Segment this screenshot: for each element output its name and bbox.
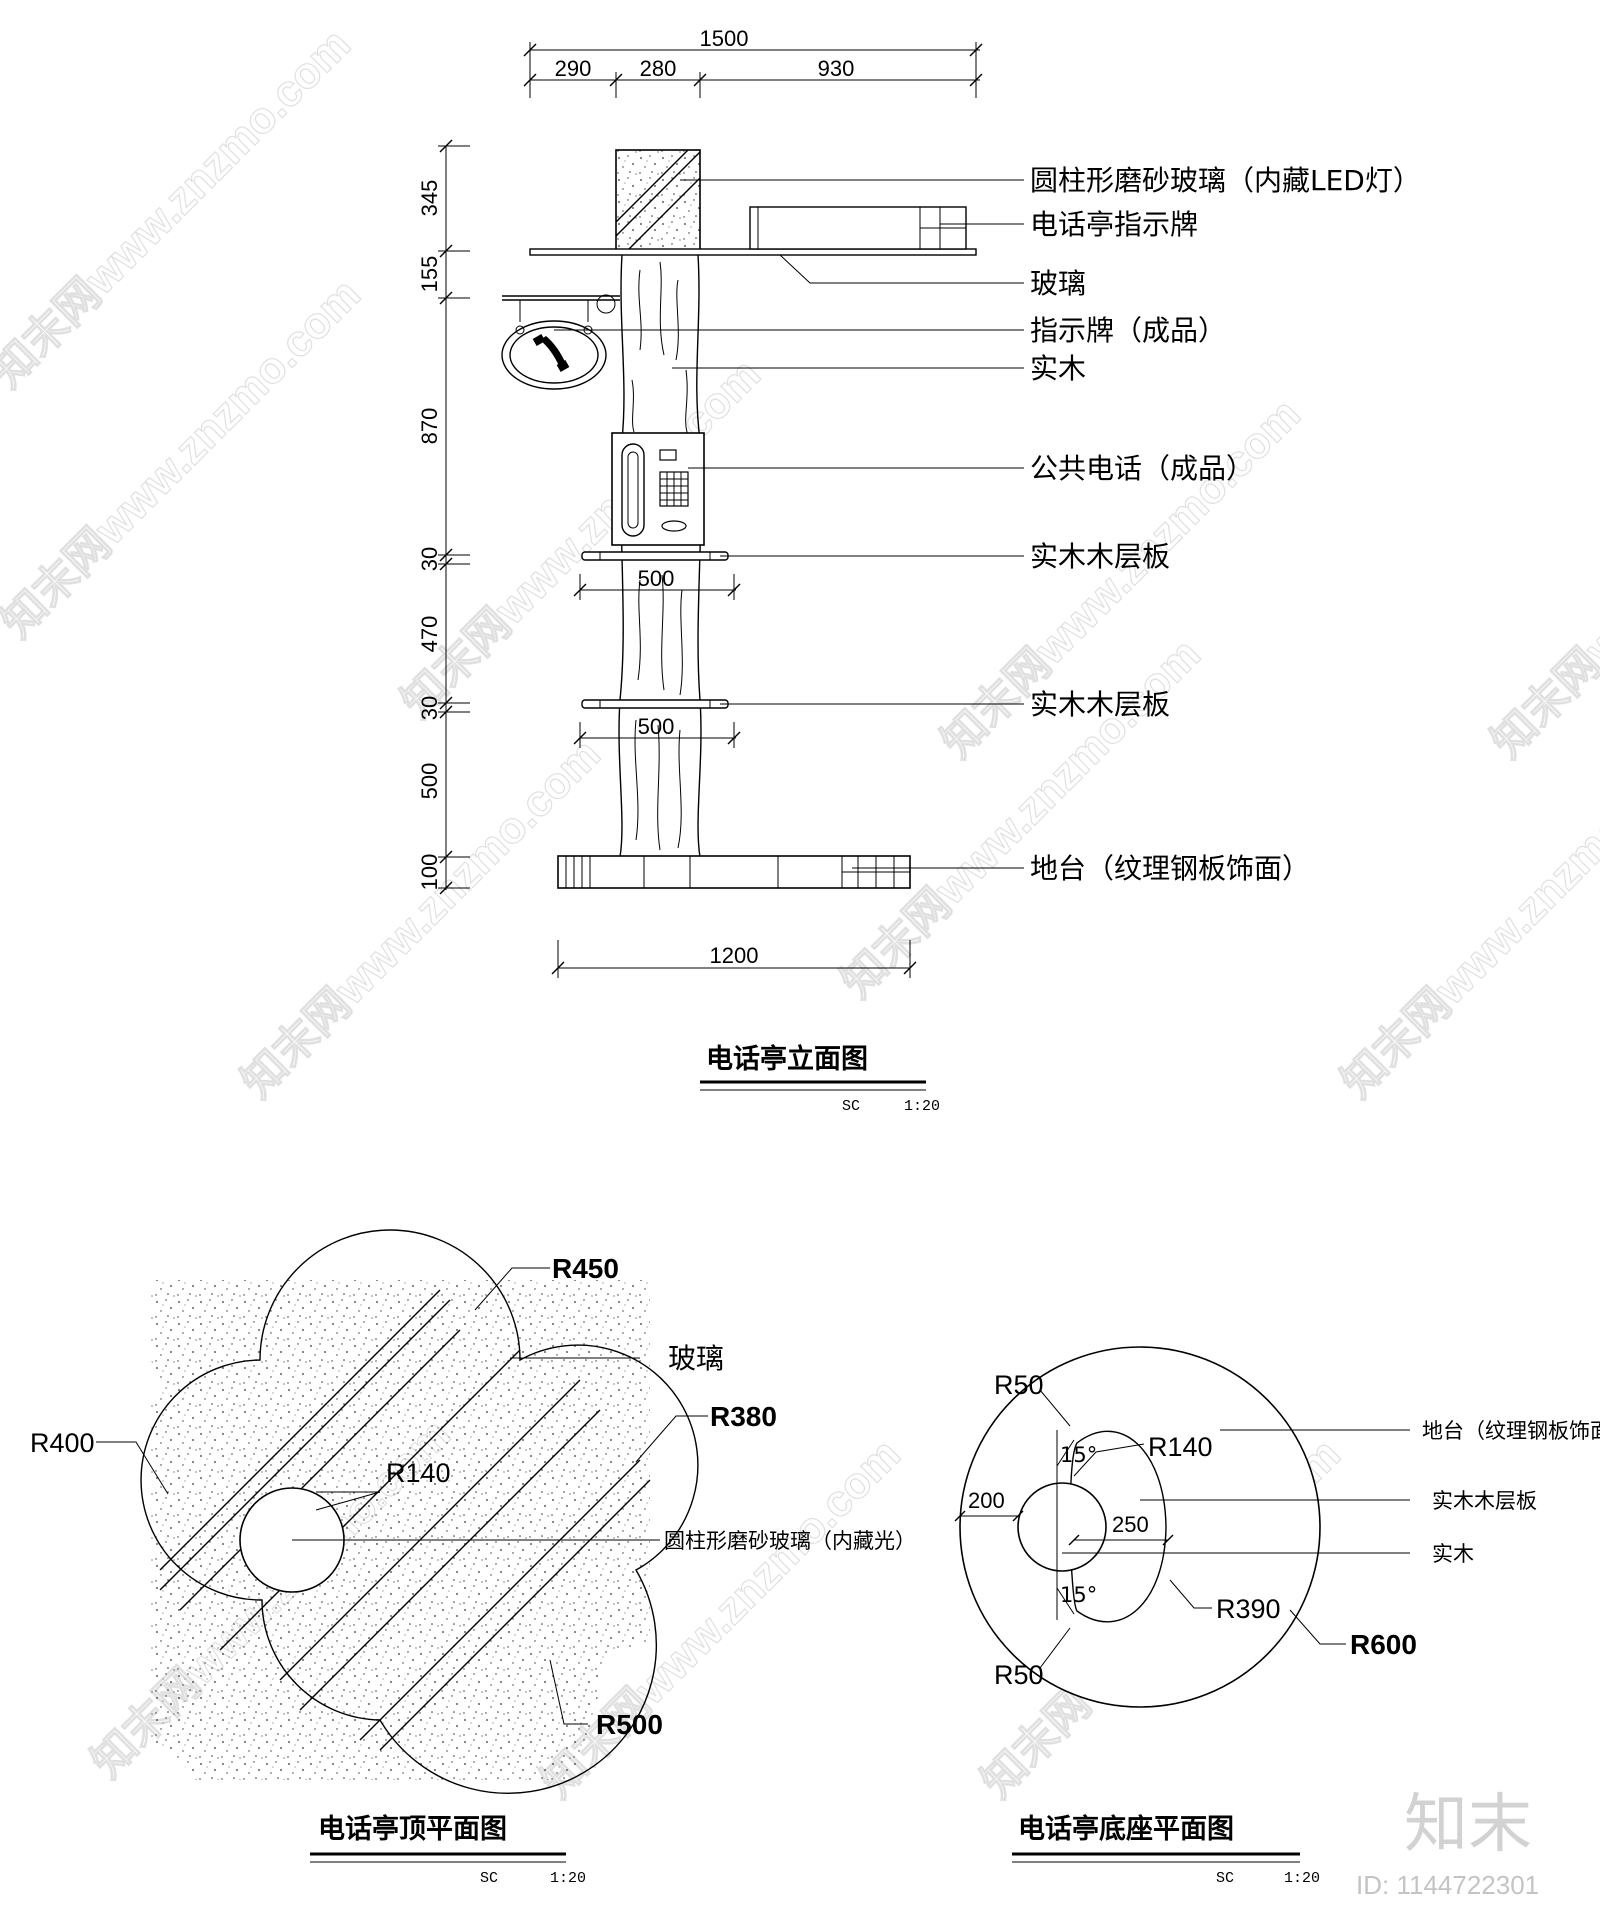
radius-r450: R450	[552, 1253, 619, 1284]
leaders-base-plan	[1039, 1389, 1410, 1669]
dim-seg-1: 290	[555, 56, 592, 81]
top-plan-title-block: 电话亭顶平面图 SC 1:20	[310, 1813, 586, 1887]
top-plan-view: R450 玻璃 R380 R400 R140 圆柱形磨砂玻璃（内藏光） R500…	[30, 1229, 916, 1887]
dim-shelf-1-width: 500	[638, 566, 675, 591]
radius-r400: R400	[30, 1428, 95, 1458]
label-base-shelf: 实木木层板	[1432, 1489, 1537, 1513]
dim-base-width: 1200	[710, 943, 759, 968]
wood-trunk-elevation	[618, 254, 702, 858]
radius-r380: R380	[710, 1401, 777, 1432]
base-outer-circle	[959, 1346, 1321, 1708]
top-dimensions: 1500 290 280 930	[523, 26, 983, 98]
base-plan-title: 电话亭底座平面图	[1018, 1813, 1234, 1845]
label-shelf-2: 实木木层板	[1030, 688, 1170, 721]
label-public-phone: 公共电话（成品）	[1030, 452, 1254, 485]
watermark-text: 知末网www.znzmo.com	[1482, 390, 1600, 767]
brand-watermark: 知末 ID: 1144722301	[1356, 1788, 1539, 1900]
label-glass: 玻璃	[1030, 267, 1086, 300]
hanging-sign-elevation	[501, 294, 620, 390]
top-plan-scale-value: 1:20	[550, 1870, 586, 1887]
elevation-view: 1500 290 280 930 345	[417, 26, 1421, 1115]
left-dimensions: 345 155 870 30 470 30 500 100	[417, 139, 470, 895]
label-base: 地台（纹理钢板饰面）	[1030, 852, 1310, 885]
dim-870: 870	[417, 408, 442, 445]
bottom-dimension: 1200	[551, 940, 917, 978]
base-plan-title-block: 电话亭底座平面图 SC 1:20	[1012, 1813, 1320, 1887]
dim-30b: 30	[417, 696, 442, 720]
dim-345: 345	[417, 180, 442, 217]
dim-seg-3: 930	[818, 56, 855, 81]
elevation-title: 电话亭立面图	[706, 1043, 868, 1075]
elevation-title-block: 电话亭立面图 SC 1:20	[700, 1043, 940, 1115]
label-solid-wood: 实木	[1030, 352, 1086, 385]
leaders-elevation	[554, 179, 1024, 869]
base-platform-elevation	[557, 855, 911, 889]
angle-15-top: 15°	[1060, 1443, 1097, 1467]
public-phone-elevation	[611, 432, 705, 546]
dim-470: 470	[417, 616, 442, 653]
leaders-top-plan	[96, 1267, 708, 1725]
base-plan-view: 200 250 15° 15° R50 R140 R50 R390 R600 地…	[954, 1346, 1600, 1887]
dim-200: 200	[968, 1488, 1005, 1513]
angle-15-bottom: 15°	[1060, 1583, 1097, 1607]
base-wood-circle	[1017, 1482, 1107, 1572]
label-booth-sign: 电话亭指示牌	[1030, 208, 1198, 241]
radius-r140-base: R140	[1148, 1432, 1213, 1462]
label-base-wood: 实木	[1432, 1542, 1474, 1566]
brand-logo-text: 知末	[1404, 1788, 1532, 1862]
dim-500: 500	[417, 763, 442, 800]
watermark-text: 知末网www.znzmo.com	[1332, 730, 1600, 1107]
label-base-platform: 地台（纹理钢板饰面）	[1422, 1419, 1600, 1443]
base-plan-scale-value: 1:20	[1284, 1870, 1320, 1887]
elevation-scale-prefix: SC	[842, 1098, 860, 1115]
base-plan-scale-prefix: SC	[1216, 1870, 1234, 1887]
top-plan-title: 电话亭顶平面图	[318, 1813, 507, 1845]
dim-155: 155	[417, 256, 442, 293]
dim-shelf-2-width: 500	[638, 714, 675, 739]
label-top-cylinder: 圆柱形磨砂玻璃（内藏光）	[664, 1529, 916, 1553]
dim-100: 100	[417, 854, 442, 891]
wood-shelf-1-elevation: 500	[573, 551, 741, 600]
label-sign-product: 指示牌（成品）	[1030, 314, 1226, 347]
radius-r390: R390	[1216, 1594, 1281, 1624]
dim-total-width: 1500	[700, 26, 749, 51]
radius-r500: R500	[596, 1709, 663, 1740]
glass-roof-elevation	[529, 248, 977, 256]
base-dimension-lines: 200 250 15° 15°	[954, 1430, 1174, 1620]
booth-sign-elevation	[749, 206, 967, 250]
wood-shelf-2-elevation: 500	[573, 699, 741, 748]
dim-250: 250	[1112, 1512, 1149, 1537]
radius-r50-bottom: R50	[994, 1660, 1044, 1690]
top-plan-scale-prefix: SC	[480, 1870, 498, 1887]
label-shelf-1: 实木木层板	[1030, 540, 1170, 573]
dim-30a: 30	[417, 547, 442, 571]
image-id-text: ID: 1144722301	[1356, 1870, 1539, 1900]
radius-r50-top: R50	[994, 1370, 1044, 1400]
cloud-roof-shape	[140, 1229, 699, 1795]
watermark-text: 知末网www.znzmo.com	[392, 350, 769, 727]
radius-r140-top: R140	[386, 1458, 451, 1488]
radius-r600: R600	[1350, 1629, 1417, 1660]
glass-cylinder-elevation	[615, 149, 701, 251]
elevation-scale-value: 1:20	[904, 1098, 940, 1115]
label-glass-cylinder: 圆柱形磨砂玻璃（内藏LED灯）	[1030, 164, 1421, 197]
dim-seg-2: 280	[640, 56, 677, 81]
label-top-glass: 玻璃	[668, 1342, 724, 1375]
